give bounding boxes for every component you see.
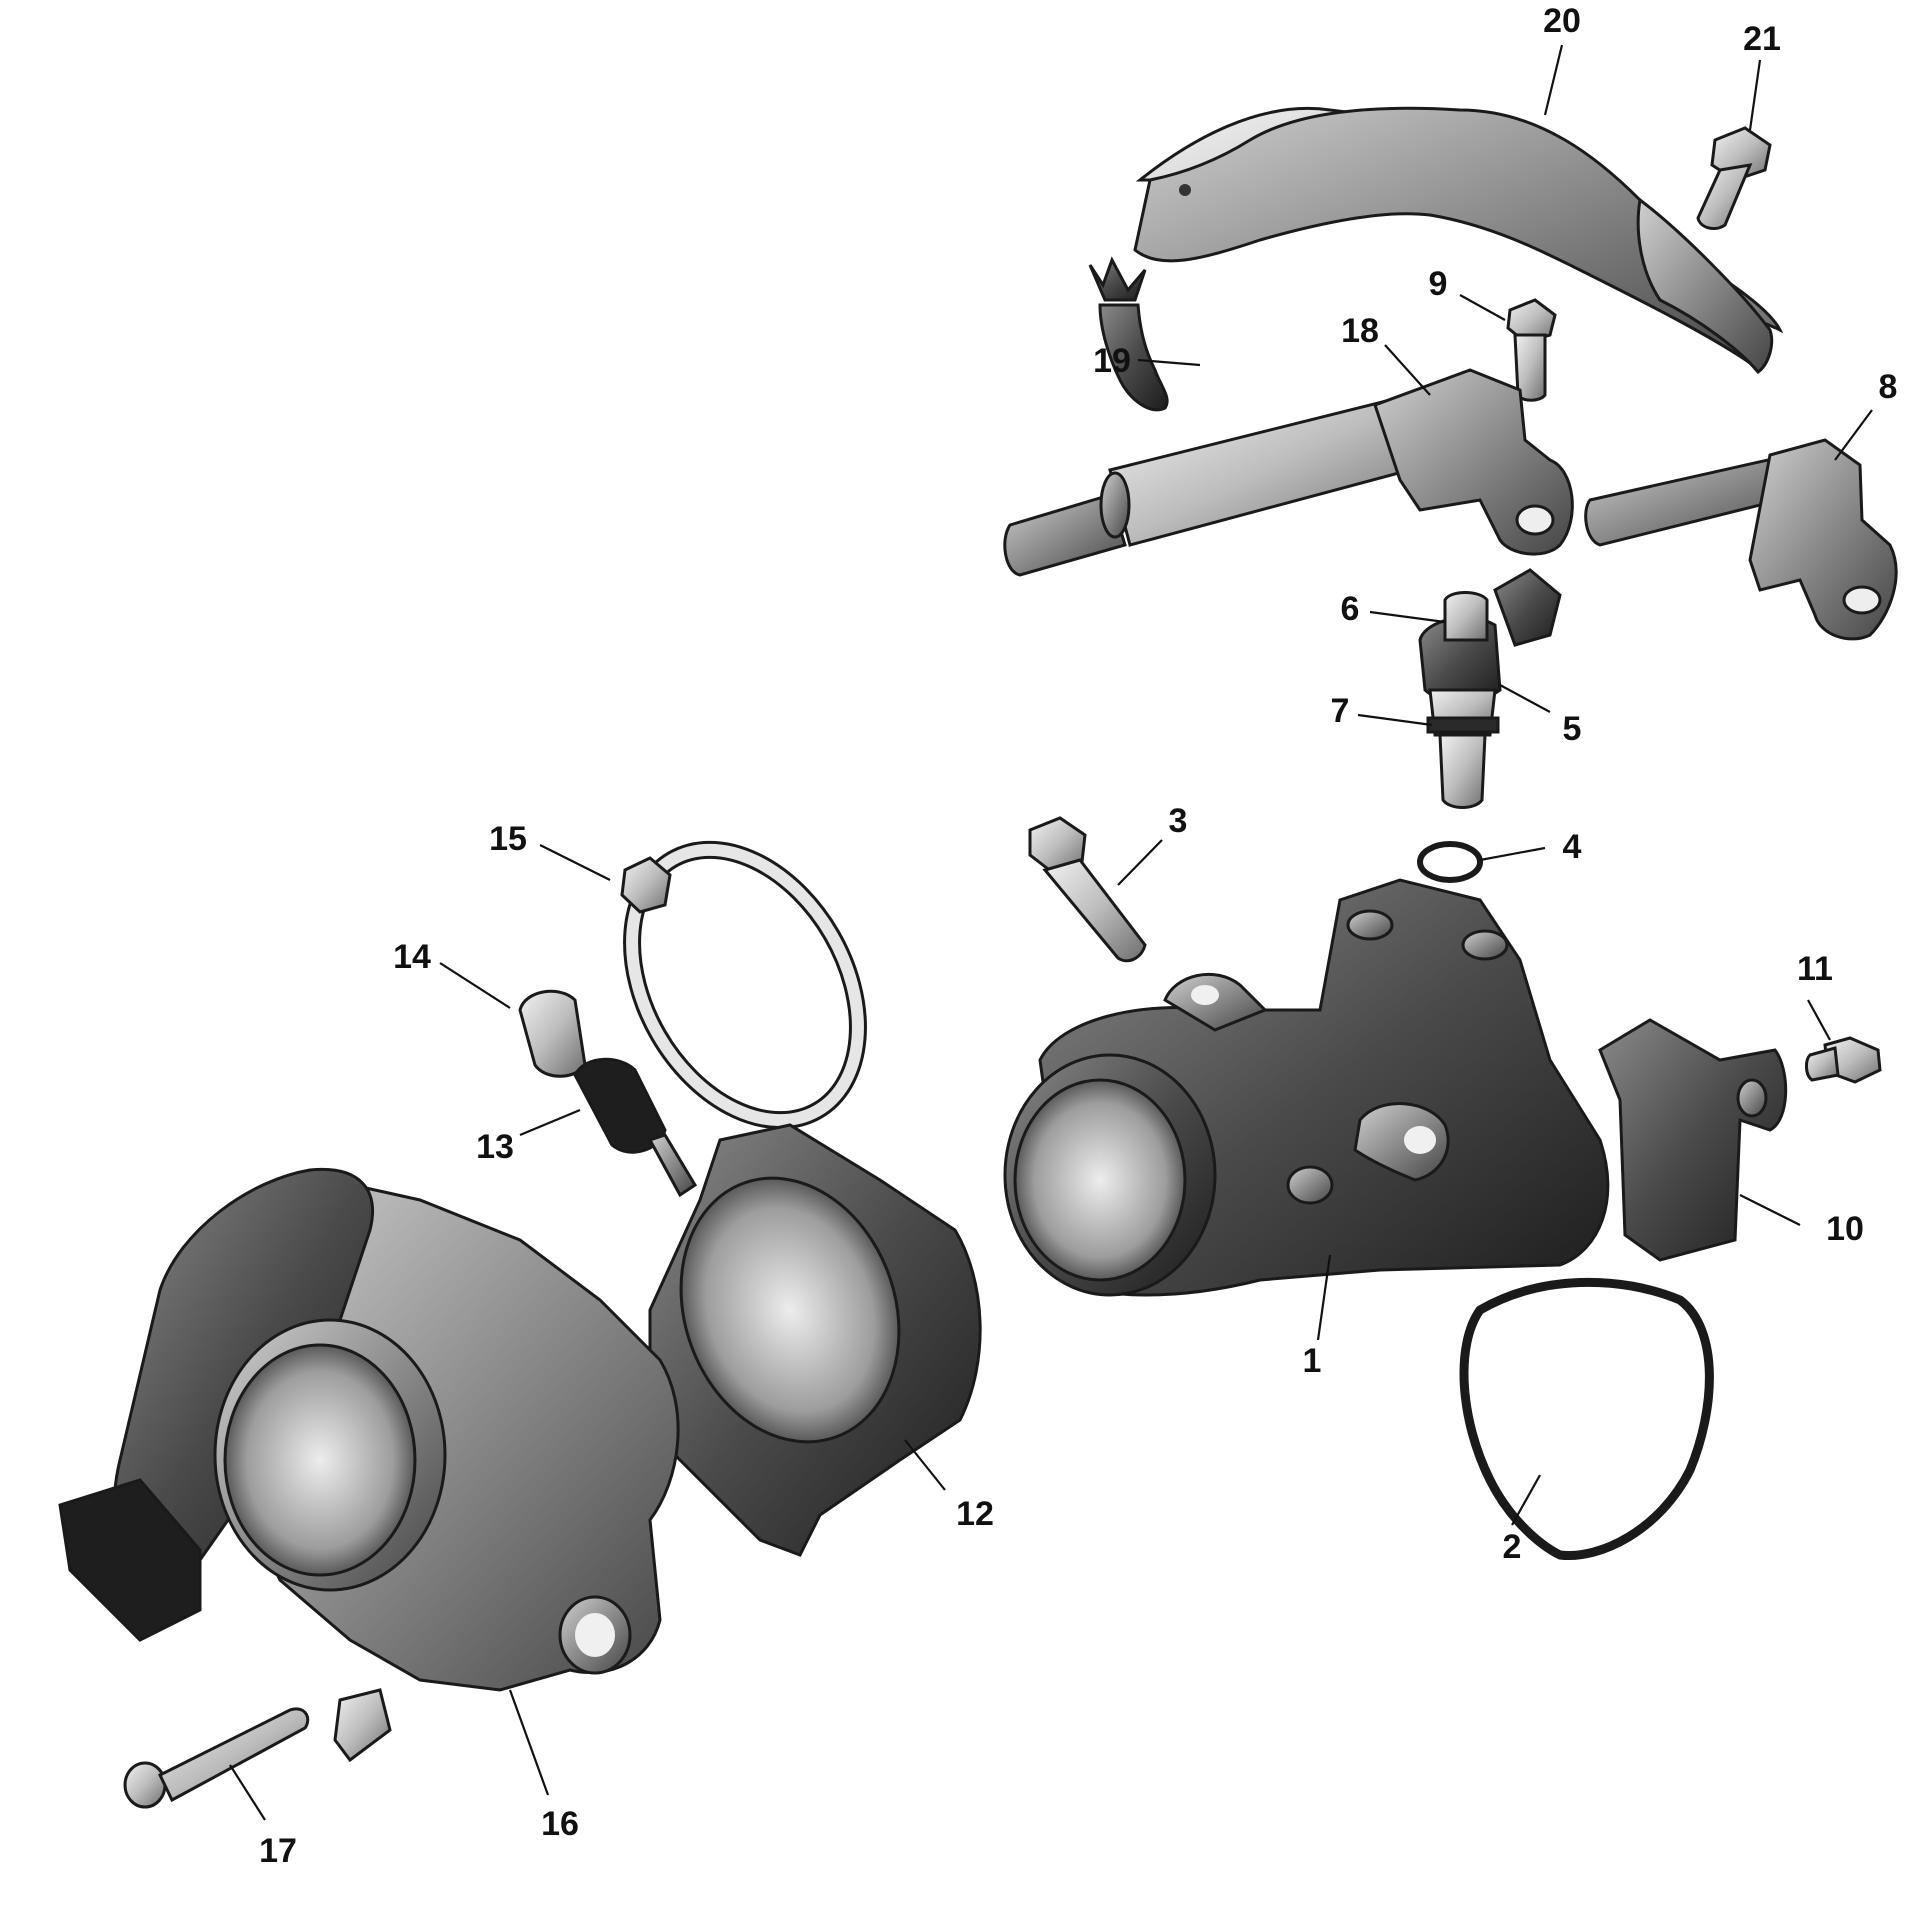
callout-18: 18 xyxy=(1341,312,1379,350)
part-10-sensor xyxy=(1598,1018,1788,1262)
callout-1: 1 xyxy=(1303,1342,1322,1380)
part-15-clamp xyxy=(620,840,867,1130)
callout-labels: 1 2 3 4 5 6 7 8 9 10 11 12 13 14 15 16 1… xyxy=(259,2,1897,1870)
callout-5: 5 xyxy=(1563,710,1582,748)
callout-11: 11 xyxy=(1797,950,1833,988)
leader-2 xyxy=(1511,1474,1541,1526)
leader-lines xyxy=(229,44,1873,1821)
leader-9 xyxy=(1459,294,1506,321)
callout-13: 13 xyxy=(476,1128,514,1166)
callout-16: 16 xyxy=(541,1805,579,1843)
leader-11 xyxy=(1807,999,1831,1041)
part-8-connector xyxy=(1584,438,1898,641)
leader-6 xyxy=(1369,610,1446,624)
leader-10 xyxy=(1739,1194,1801,1226)
callout-6: 6 xyxy=(1341,590,1360,628)
callout-20: 20 xyxy=(1543,2,1581,40)
leader-20 xyxy=(1543,44,1564,116)
leader-3 xyxy=(1117,839,1163,886)
callout-14: 14 xyxy=(393,938,431,976)
part-17-screw xyxy=(123,1707,310,1809)
callout-10: 10 xyxy=(1826,1210,1864,1248)
callout-15: 15 xyxy=(489,820,527,858)
callout-7: 7 xyxy=(1331,692,1350,730)
part-3-screw xyxy=(1028,816,1147,963)
leader-8 xyxy=(1834,409,1873,461)
leader-4 xyxy=(1479,846,1546,862)
callout-3: 3 xyxy=(1169,802,1188,840)
leader-18 xyxy=(1384,344,1431,396)
part-20-heat-shield xyxy=(1133,106,1784,375)
part-11-screw xyxy=(1805,1036,1882,1084)
callout-21: 21 xyxy=(1743,20,1781,58)
callout-19: 19 xyxy=(1093,342,1131,380)
part-18-fuel-rail xyxy=(1003,368,1574,577)
leader-1 xyxy=(1316,1254,1332,1341)
leader-15 xyxy=(539,844,611,881)
leader-16 xyxy=(508,1689,550,1796)
part-5-fuel-injector xyxy=(1418,568,1562,809)
part-12-adapter xyxy=(647,1123,982,1557)
part-16-throttle-body xyxy=(58,1167,680,1763)
part-2-gasket xyxy=(1459,1277,1714,1561)
leader-5 xyxy=(1499,684,1551,713)
part-9-bolt xyxy=(1506,298,1557,402)
part-4-o-ring xyxy=(1417,841,1483,883)
part-13-hose xyxy=(573,1057,667,1154)
callout-4: 4 xyxy=(1563,828,1582,866)
leader-17 xyxy=(229,1764,266,1821)
leader-21 xyxy=(1748,59,1762,131)
callout-12: 12 xyxy=(956,1495,994,1533)
leader-12 xyxy=(904,1439,946,1491)
callout-2: 2 xyxy=(1503,1528,1522,1566)
callout-9: 9 xyxy=(1429,265,1448,303)
leader-13 xyxy=(519,1108,581,1137)
leader-14 xyxy=(439,962,511,1009)
callout-8: 8 xyxy=(1879,368,1898,406)
part-21-bolt xyxy=(1696,126,1772,230)
part-19-clip xyxy=(1088,256,1169,412)
part-1-intake-manifold xyxy=(1003,878,1610,1297)
callout-17: 17 xyxy=(259,1832,297,1870)
part-14-sleeve xyxy=(518,989,587,1078)
leader-19 xyxy=(1137,358,1201,367)
leader-7 xyxy=(1357,713,1433,727)
